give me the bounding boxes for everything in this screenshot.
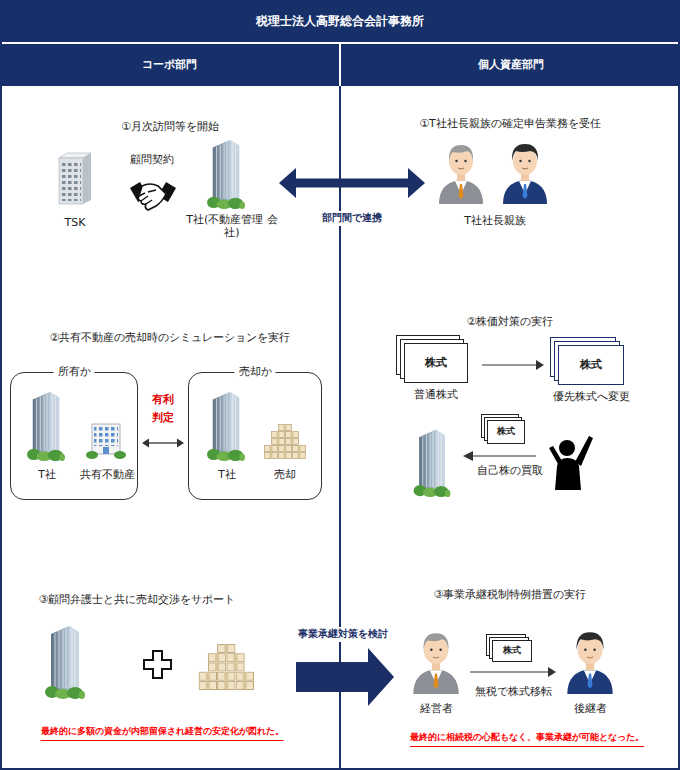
caption: T社社長親族: [398, 214, 592, 228]
tower-building: [207, 140, 245, 209]
option-box: 売却かT社売却: [188, 372, 322, 500]
edge-label: 有利 判定: [150, 391, 175, 426]
person-group: 経営者: [408, 626, 464, 716]
edge-label: 無税で株式移転: [475, 684, 552, 699]
connector: [142, 439, 184, 448]
stock-document: 株式優先株式へ変更: [558, 345, 624, 385]
person-silhouette: [549, 436, 593, 490]
company-group: T社(不動産管理 会社): [188, 140, 276, 240]
tower-building: [27, 392, 65, 461]
caption: 経営者: [378, 702, 494, 716]
node-text: コーポ部門: [142, 58, 197, 72]
frame: [0, 42, 680, 770]
text-label: ①T社社長親族の確定申告業務を受任: [419, 116, 601, 131]
connector-line: [482, 364, 537, 365]
item-label: T社: [218, 468, 235, 481]
connector-line: [295, 179, 409, 188]
text-label: ①月次訪問等を開始: [121, 119, 219, 134]
text-label: ②共有不動産の売却時のシミュレーションを実行: [50, 330, 291, 345]
doc-text: 株式: [503, 645, 521, 656]
department-band: 個人資産部門: [341, 44, 680, 86]
senior-person: [413, 633, 458, 694]
department-band: コーポ部門: [0, 44, 339, 86]
money-stack: [264, 424, 305, 458]
shared-property: [86, 424, 126, 459]
doc-text: 株式: [580, 358, 602, 372]
text-label: 顧問契約: [130, 152, 174, 167]
tower-building: [45, 626, 85, 699]
edge-label: 部門間で連携: [319, 211, 385, 226]
stock-document: 株式: [487, 420, 525, 444]
big-arrow: [296, 648, 394, 706]
connector: [482, 360, 544, 370]
box-heading: 所有か: [54, 365, 95, 379]
arrow-head: [142, 439, 149, 448]
doc-text: 株式: [497, 426, 515, 437]
connector: [279, 168, 425, 198]
young-person: [567, 632, 612, 694]
caption: T社(不動産管理 会社): [185, 213, 279, 241]
arrow-head: [177, 439, 184, 448]
node-text: 個人資産部門: [478, 58, 544, 72]
tower-building: [414, 430, 451, 497]
text-label: ③顧問弁護士と共に売却交渉をサポート: [39, 592, 236, 607]
caption: 優先株式へ変更: [519, 390, 663, 404]
connector: [470, 667, 556, 677]
text-label: ③事業承継税制特例措置の実行: [434, 587, 587, 602]
text-label: TSK: [65, 216, 86, 229]
money-stack: [199, 644, 253, 689]
text-label: 事業承継対策を検討: [295, 627, 391, 642]
item-label: T社: [38, 468, 55, 481]
title-band: 税理士法人高野総合会計事務所: [0, 0, 680, 42]
stock-document: 株式普通株式: [404, 343, 468, 383]
option-box: 所有かT社共有不動産: [10, 372, 138, 500]
plus-sign: [144, 651, 171, 678]
office-building: [59, 153, 91, 204]
young-person: [503, 144, 547, 204]
item-label: 共有不動産: [80, 468, 135, 481]
arrow-head: [279, 168, 296, 198]
connector-line: [470, 671, 549, 672]
text-label: ②株価対策の実行: [467, 314, 554, 329]
caption: 普通株式: [365, 388, 507, 402]
box-heading: 売却か: [235, 365, 276, 379]
title-text: 税理士法人高野総合会計事務所: [256, 13, 424, 30]
senior-person: [439, 145, 483, 204]
caption: 後継者: [532, 702, 648, 716]
arrow-head: [536, 360, 544, 370]
tower-building: [207, 392, 245, 461]
family-group: T社社長親族: [428, 136, 562, 228]
stock-document: 株式: [492, 640, 532, 662]
text-label: 最終的に相続税の心配もなく、事業承継が可能となった。: [410, 731, 644, 747]
arrow-head: [548, 667, 556, 677]
person-group: 後継者: [562, 626, 618, 716]
arrow-head: [408, 168, 425, 198]
text-label: 最終的に多額の資金が内部留保され経営の安定化が図れた。: [41, 725, 284, 741]
buyback-arrow: [463, 451, 536, 461]
handshake-icon: [130, 182, 176, 210]
connector-line: [148, 442, 178, 443]
doc-text: 株式: [425, 356, 447, 370]
text-label: 自己株の買取: [477, 463, 543, 478]
item-label: 売却: [274, 468, 296, 481]
